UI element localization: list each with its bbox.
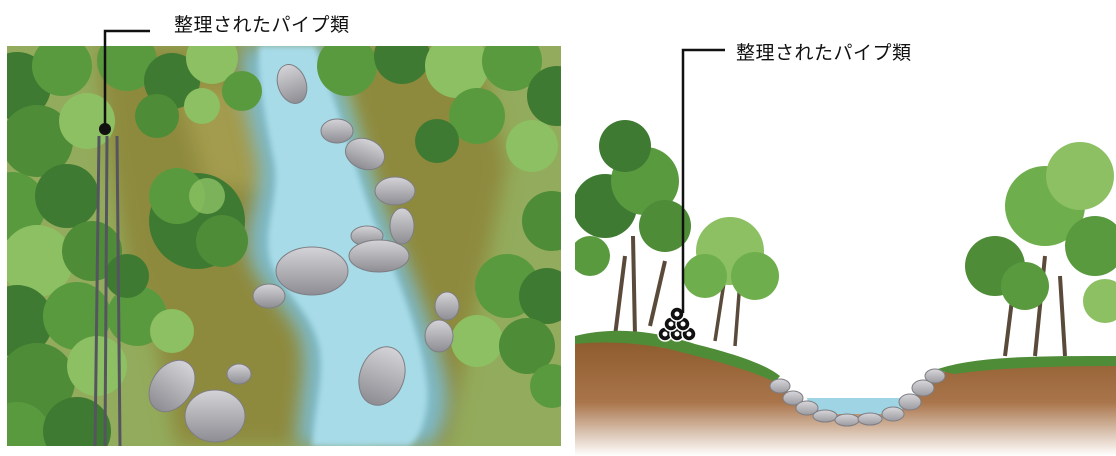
pipe-bundle-plan (93, 135, 122, 446)
callout-dot-plan (99, 123, 111, 135)
soil-profile (575, 336, 1116, 456)
callout-leader-section (681, 48, 725, 313)
callout-label-plan: 整理されたパイプ類 (174, 14, 350, 36)
forest-top (97, 46, 262, 138)
callout-label-section: 整理されたパイプ類 (736, 42, 912, 64)
bank-rocks (769, 368, 946, 427)
callout-leader-plan (103, 29, 150, 128)
pipe-holes (662, 311, 692, 337)
forest-right (317, 46, 561, 408)
cross-section-illustration (575, 86, 1116, 456)
plan-view-svg (7, 46, 561, 446)
river-rocks (148, 64, 460, 443)
trees-left (575, 120, 779, 347)
cross-section-svg (575, 120, 1116, 456)
river (240, 46, 448, 446)
trees-right (965, 142, 1116, 357)
stream-water (807, 398, 905, 414)
plan-view-illustration (7, 46, 561, 446)
center-shrub (149, 168, 248, 269)
